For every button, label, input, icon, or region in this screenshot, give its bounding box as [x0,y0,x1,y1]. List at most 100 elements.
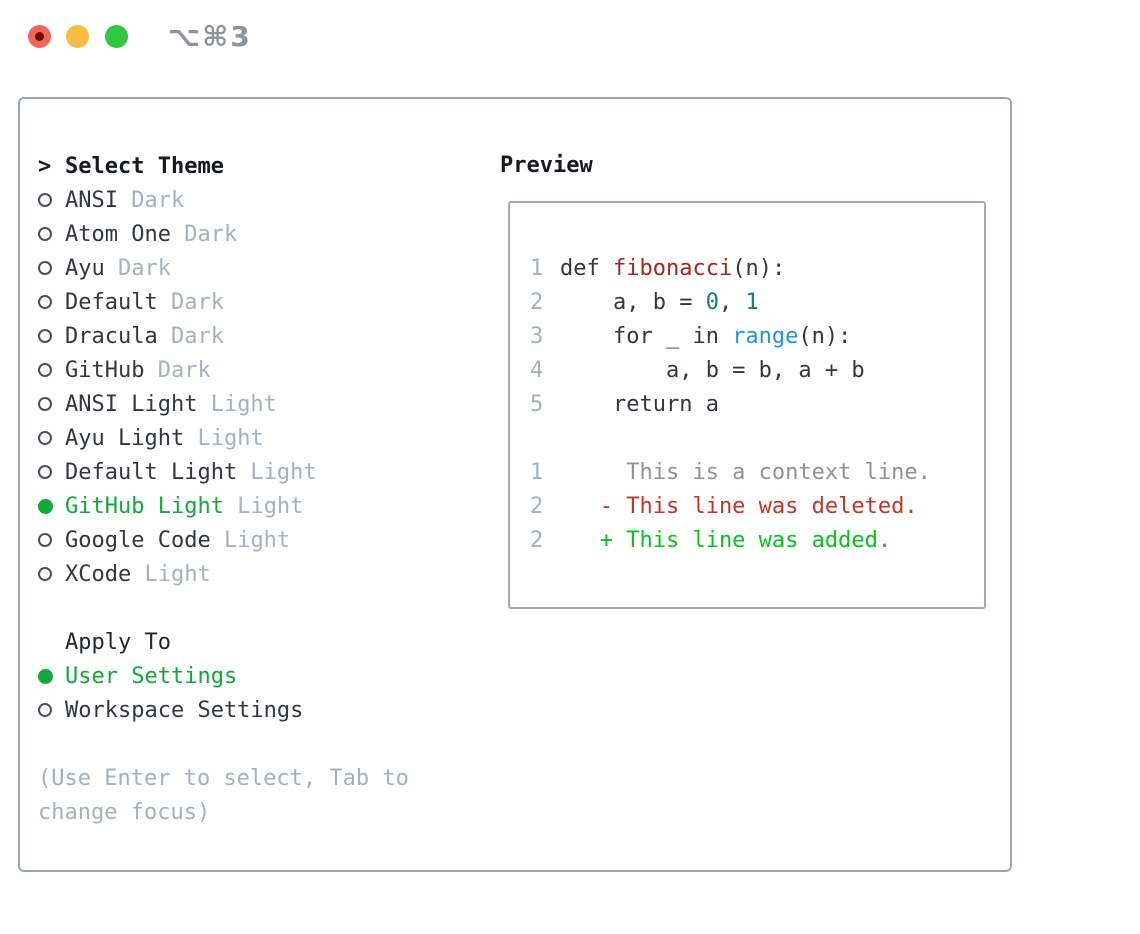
spacer [38,727,409,761]
close-button[interactable] [28,25,51,48]
theme-variant-label: Dark [157,323,224,349]
code-line: 2 a, b = 0, 1 [530,285,984,319]
zoom-button[interactable] [105,25,128,48]
radio-unselected-icon [38,567,65,581]
code-segment-text: (n): [732,255,786,281]
line-number: 2 [530,527,544,553]
window-title-shortcut: ⌥⌘3 [168,20,252,53]
code-content: for _ in range(n): [560,324,851,349]
line-number: 1 [530,255,544,281]
theme-option-google-code[interactable]: Google Code Light [38,523,409,557]
diff-line-context: 1 This is a context line. [530,455,984,489]
titlebar: ⌥⌘3 [0,0,1140,75]
code-segment-number: 0 [705,289,719,315]
radio-open-icon [38,193,52,207]
hint-line-2: change focus) [38,795,409,829]
radio-open-icon [38,295,52,309]
blank-line [530,421,984,455]
radio-unselected-icon [38,295,65,309]
hint-line-1: (Use Enter to select, Tab to [38,761,409,795]
code-segment-builtin: range [732,323,799,349]
line-number: 2 [530,289,544,315]
code-segment-function: fibonacci [612,255,733,281]
radio-open-icon [38,703,52,717]
radio-unselected-icon [38,397,65,411]
apply-option-user-settings[interactable]: User Settings [38,659,409,693]
apply-to-heading: Apply To [65,629,171,655]
theme-option-github[interactable]: GitHub Dark [38,353,409,387]
code-segment-text: , [718,289,746,315]
theme-option-github-light[interactable]: GitHub Light Light [38,489,409,523]
line-number: 2 [530,493,544,519]
theme-variant-label: Dark [144,357,211,383]
line-number: 4 [530,357,544,383]
hint-text: change focus) [38,799,211,825]
theme-variant-label: Light [131,561,211,587]
theme-option-ansi-light[interactable]: ANSI Light Light [38,387,409,421]
radio-filled-icon [38,498,53,514]
diff-line-added: 2 + This line was added. [530,523,984,557]
theme-name: Default [65,289,158,315]
theme-option-xcode[interactable]: XCode Light [38,557,409,591]
theme-name: ANSI Light [65,391,198,417]
theme-name: Dracula [65,323,158,349]
radio-selected-icon [38,498,65,514]
code-line: 3 for _ in range(n): [530,319,984,353]
preview-heading: Preview [500,153,593,178]
code-content: return a [560,392,719,417]
code-content: a, b = b, a + b [560,358,865,383]
theme-option-dracula[interactable]: Dracula Dark [38,319,409,353]
line-number: 3 [530,323,544,349]
radio-open-icon [38,363,52,377]
radio-open-icon [38,465,52,479]
radio-unselected-icon [38,227,65,241]
code-segment-text: def [560,255,613,281]
theme-option-atom-one[interactable]: Atom One Dark [38,217,409,251]
radio-open-icon [38,533,52,547]
radio-open-icon [38,431,52,445]
radio-unselected-icon [38,533,65,547]
code-line: 1 def fibonacci(n): [530,251,984,285]
theme-option-ayu[interactable]: Ayu Dark [38,251,409,285]
theme-variant-label: Dark [157,289,224,315]
radio-unselected-icon [38,261,65,275]
theme-option-default[interactable]: Default Dark [38,285,409,319]
line-number: 5 [530,391,544,417]
line-number: 1 [530,459,544,485]
radio-unselected-icon [38,363,65,377]
radio-open-icon [38,567,52,581]
theme-option-ayu-light[interactable]: Ayu Light Light [38,421,409,455]
theme-variant-label: Light [184,425,264,451]
theme-name: Google Code [65,527,211,553]
theme-option-ansi[interactable]: ANSI Dark [38,183,409,217]
theme-variant-label: Light [210,527,291,553]
radio-filled-icon [38,668,53,684]
diff-line-deleted: 2 - This line was deleted. [530,489,984,523]
code-segment-text: a, b = b, a + b [560,357,865,383]
apply-option-workspace-settings[interactable]: Workspace Settings [38,693,409,727]
apply-to-heading-row: Apply To [38,625,409,659]
code-line: 4 a, b = b, a + b [530,353,984,387]
diff-text: - This line was deleted. [560,493,918,519]
theme-list-heading: Select Theme [65,153,224,179]
theme-name: GitHub [65,357,145,383]
theme-variant-label: Light [197,391,277,417]
close-active-dot-icon [35,32,44,41]
radio-unselected-icon [38,465,65,479]
code-line: 5 return a [530,387,984,421]
radio-open-icon [38,397,52,411]
apply-option-label: Workspace Settings [65,697,304,723]
code-segment-text: a, b = [560,289,706,315]
minimize-button[interactable] [66,25,89,48]
theme-option-default-light[interactable]: Default Light Light [38,455,409,489]
code-content: def fibonacci(n): [560,256,785,281]
theme-variant-label: Dark [117,187,185,213]
radio-open-icon [38,227,52,241]
code-segment-number: 1 [745,289,759,315]
theme-name: Ayu [65,255,105,281]
radio-selected-icon [38,668,65,684]
radio-unselected-icon [38,193,65,207]
